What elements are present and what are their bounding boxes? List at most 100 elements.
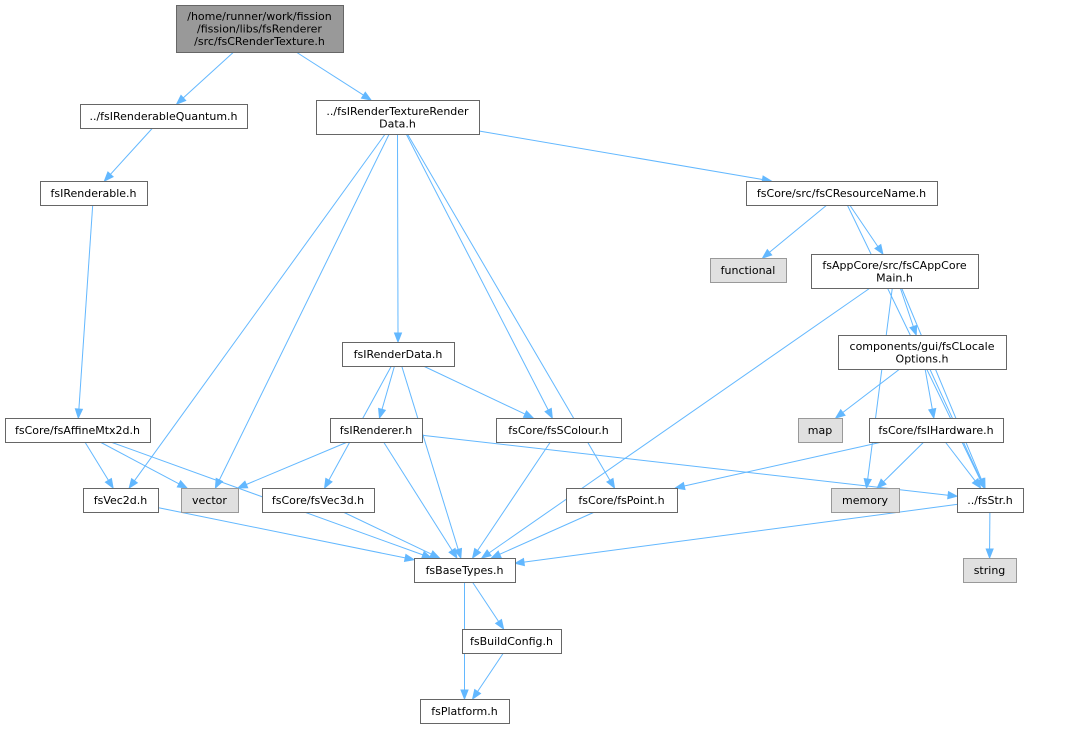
- edge-resname-to-appcore: [849, 204, 879, 247]
- arrowhead-hardware-to-memory: [876, 478, 887, 489]
- edge-basetypes-to-buildconfig: [471, 581, 500, 622]
- node-root-label-0: /home/runner/work/fission: [187, 10, 332, 23]
- node-vector: vector: [181, 488, 239, 513]
- edge-rtrd-to-vec2d: [134, 133, 386, 481]
- arrowhead-colour-to-basetypes: [471, 547, 482, 560]
- node-hardware[interactable]: fsCore/fsIHardware.h: [869, 418, 1004, 443]
- node-renderable[interactable]: fsIRenderable.h: [40, 181, 148, 206]
- node-root: /home/runner/work/fission/fission/libs/f…: [176, 5, 344, 53]
- node-hardware-label-0: fsCore/fsIHardware.h: [878, 424, 993, 437]
- arrowhead-rtrd-to-vec2d: [128, 477, 139, 490]
- node-vec3d-box: [262, 488, 375, 513]
- edge-buildconfig-to-platform: [477, 652, 504, 692]
- edge-renderdata-to-renderer: [381, 365, 395, 410]
- node-locale-label-1: Options.h: [896, 352, 949, 365]
- node-point-label-0: fsCore/fsPoint.h: [578, 494, 664, 507]
- edge-locale-to-hardware: [924, 368, 933, 410]
- node-colour[interactable]: fsCore/fsSColour.h: [496, 418, 622, 443]
- edge-renderdata-to-colour: [423, 365, 526, 415]
- node-str-box: [957, 488, 1024, 513]
- arrowhead-hardware-to-str: [971, 477, 982, 490]
- edge-affine-to-vector: [99, 441, 180, 485]
- node-platform[interactable]: fsPlatform.h: [420, 699, 510, 724]
- edge-rtrd-to-renderdata: [397, 133, 399, 334]
- edge-resname-to-functional: [769, 204, 828, 253]
- node-rtrd-label-1: Data.h: [379, 117, 416, 130]
- node-vec2d[interactable]: fsVec2d.h: [83, 488, 159, 513]
- node-vec3d[interactable]: fsCore/fsVec3d.h: [262, 488, 375, 513]
- edge-rtrd-to-colour: [405, 133, 549, 411]
- node-rtrd-label-0: ../fsIRenderTextureRender: [326, 105, 469, 118]
- node-rtrd-box: [316, 100, 480, 135]
- edge-renderer-to-basetypes: [383, 441, 453, 551]
- edge-hardware-to-str: [944, 441, 976, 482]
- edge-point-to-basetypes: [499, 511, 595, 555]
- node-affine-box: [5, 418, 151, 443]
- node-root-box: [176, 5, 344, 53]
- edge-colour-to-basetypes: [477, 441, 551, 551]
- arrowhead-str-to-basetypes: [513, 557, 525, 567]
- node-renderer[interactable]: fsIRenderer.h: [330, 418, 423, 443]
- node-hardware-box: [869, 418, 1004, 443]
- edge-str-to-basetypes: [523, 503, 958, 563]
- arrowhead-renderdata-to-basetypes: [453, 547, 463, 560]
- arrowhead-renderdata-to-renderer: [378, 407, 387, 420]
- arrowhead-hardware-to-point: [674, 481, 686, 491]
- edge-renderable-to-affine: [78, 204, 94, 410]
- arrowhead-renderer-to-basetypes: [448, 547, 458, 560]
- node-quantum-box: [80, 104, 248, 129]
- arrowhead-vec2d-to-basetypes: [403, 553, 416, 563]
- arrowhead-renderdata-to-vec3d: [323, 477, 333, 490]
- node-buildconfig-box: [462, 629, 562, 654]
- node-buildconfig[interactable]: fsBuildConfig.h: [462, 629, 562, 654]
- edge-renderdata-to-basetypes: [401, 365, 459, 550]
- node-renderer-label-0: fsIRenderer.h: [340, 424, 413, 437]
- node-basetypes[interactable]: fsBaseTypes.h: [414, 558, 516, 583]
- node-renderable-label-0: fsIRenderable.h: [50, 187, 136, 200]
- node-basetypes-label-0: fsBaseTypes.h: [426, 564, 504, 577]
- node-string: string: [963, 558, 1017, 583]
- node-buildconfig-label-0: fsBuildConfig.h: [470, 635, 553, 648]
- node-vec2d-label-0: fsVec2d.h: [94, 494, 148, 507]
- node-root-label-2: /src/fsCRenderTexture.h: [194, 35, 325, 48]
- arrowhead-rtrd-to-colour: [544, 407, 553, 420]
- edge-hardware-to-point: [684, 441, 883, 487]
- node-appcore-label-1: Main.h: [876, 271, 913, 284]
- node-functional-box: [710, 258, 787, 283]
- edges-layer: [74, 51, 994, 701]
- arrowhead-affine-to-vector: [176, 479, 189, 489]
- node-platform-box: [420, 699, 510, 724]
- arrowhead-root-to-rtrd: [360, 91, 373, 101]
- node-renderer-box: [330, 418, 423, 443]
- node-quantum[interactable]: ../fsIRenderableQuantum.h: [80, 104, 248, 129]
- node-map: map: [798, 418, 843, 443]
- node-str-label-0: ../fsStr.h: [967, 494, 1013, 507]
- node-renderable-box: [40, 181, 148, 206]
- node-point[interactable]: fsCore/fsPoint.h: [566, 488, 678, 513]
- arrowhead-affine-to-vec2d: [104, 477, 114, 490]
- node-map-box: [798, 418, 843, 443]
- node-renderdata[interactable]: fsIRenderData.h: [342, 342, 455, 367]
- arrowhead-locale-to-map: [834, 408, 846, 419]
- edge-quantum-to-renderable: [110, 127, 153, 175]
- arrowhead-str-to-string: [985, 548, 994, 560]
- node-colour-box: [496, 418, 622, 443]
- node-root-label-1: /fission/libs/fsRenderer: [197, 23, 322, 36]
- edge-renderer-to-vector: [246, 441, 348, 485]
- edge-vec2d-to-basetypes: [157, 507, 406, 559]
- node-vector-label-0: vector: [192, 494, 227, 507]
- node-str[interactable]: ../fsStr.h: [957, 488, 1024, 513]
- edge-root-to-quantum: [182, 51, 235, 99]
- node-resname[interactable]: fsCore/src/fsCResourceName.h: [746, 181, 938, 206]
- arrowhead-rtrd-to-point: [606, 477, 616, 490]
- arrowhead-basetypes-to-platform: [460, 689, 469, 701]
- node-colour-label-0: fsCore/fsSColour.h: [508, 424, 609, 437]
- node-affine[interactable]: fsCore/fsAffineMtx2d.h: [5, 418, 151, 443]
- node-string-label-0: string: [974, 564, 1006, 577]
- node-functional-label-0: functional: [721, 264, 776, 277]
- arrowhead-resname-to-appcore: [874, 243, 884, 256]
